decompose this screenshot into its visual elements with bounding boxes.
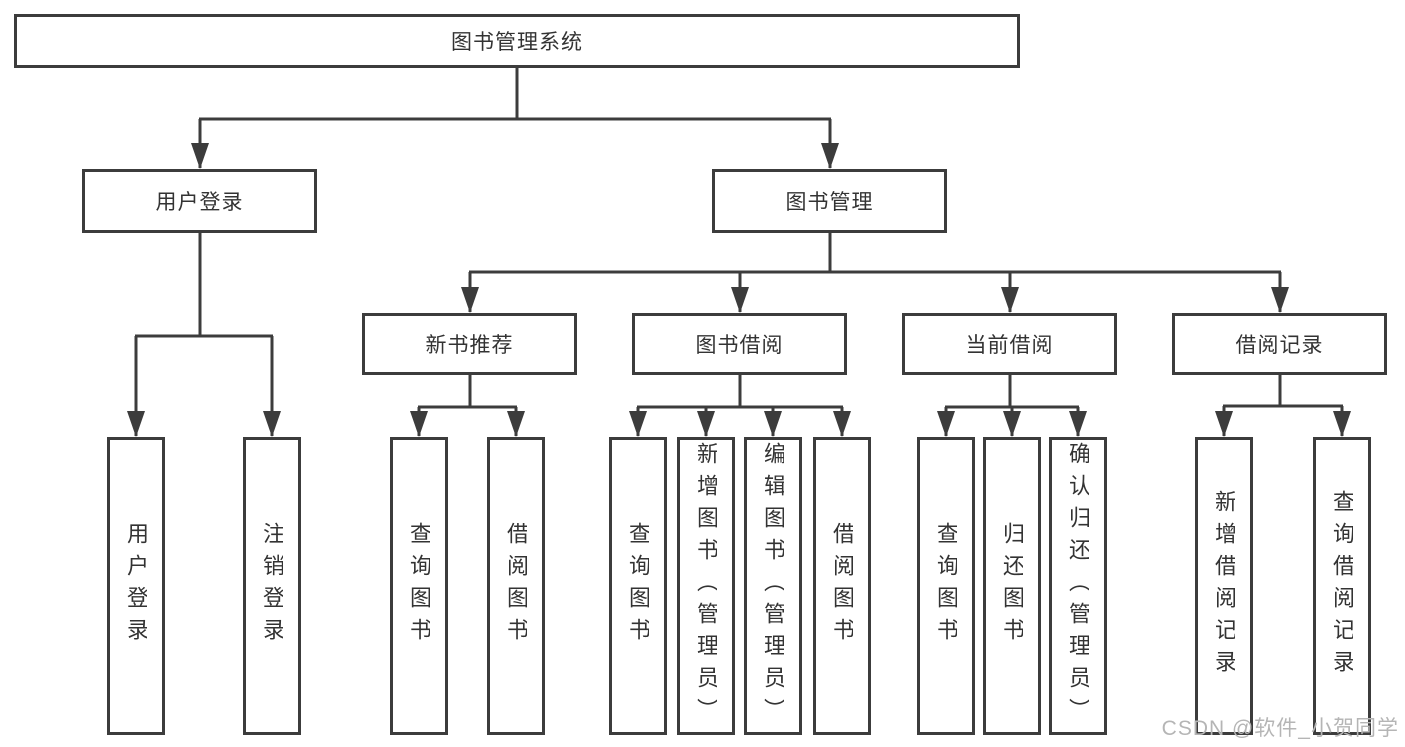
leaf-query-books-3-label: 查询图书 xyxy=(935,522,957,650)
leaf-query-borrow-record-label: 查询借阅记录 xyxy=(1331,490,1353,682)
node-book-management-label: 图书管理 xyxy=(785,191,874,214)
node-book-management: 图书管理 xyxy=(712,169,947,233)
node-current-borrow: 当前借阅 xyxy=(902,313,1117,375)
node-user-login: 用户登录 xyxy=(82,169,317,233)
leaf-query-books-2: 查询图书 xyxy=(609,437,667,735)
leaf-return-books: 归还图书 xyxy=(983,437,1041,735)
node-root-label: 图书管理系统 xyxy=(451,31,583,54)
leaf-edit-books-admin-label: 编辑图书（管理员） xyxy=(762,442,784,730)
leaf-edit-books-admin: 编辑图书（管理员） xyxy=(744,437,802,735)
leaf-query-books-1: 查询图书 xyxy=(390,437,448,735)
leaf-borrow-books-2-label: 借阅图书 xyxy=(831,522,853,650)
leaf-query-books-3: 查询图书 xyxy=(917,437,975,735)
leaf-borrow-books-1-label: 借阅图书 xyxy=(505,522,527,650)
node-new-book-recommend: 新书推荐 xyxy=(362,313,577,375)
leaf-query-borrow-record: 查询借阅记录 xyxy=(1313,437,1371,735)
leaf-add-borrow-record: 新增借阅记录 xyxy=(1195,437,1253,735)
leaf-logout-label: 注销登录 xyxy=(261,522,283,650)
leaf-user-login: 用户登录 xyxy=(107,437,165,735)
leaf-query-books-1-label: 查询图书 xyxy=(408,522,430,650)
node-new-book-recommend-label: 新书推荐 xyxy=(425,334,514,357)
leaf-borrow-books-2: 借阅图书 xyxy=(813,437,871,735)
leaf-return-books-label: 归还图书 xyxy=(1001,522,1023,650)
leaf-logout: 注销登录 xyxy=(243,437,301,735)
node-borrow-records-label: 借阅记录 xyxy=(1235,334,1324,357)
leaf-add-books-admin-label: 新增图书（管理员） xyxy=(695,442,717,730)
leaf-confirm-return-admin: 确认归还（管理员） xyxy=(1049,437,1107,735)
arrowheads xyxy=(127,143,1351,437)
csdn-watermark: CSDN @软件_小贺同学 xyxy=(1161,717,1399,740)
leaf-confirm-return-admin-label: 确认归还（管理员） xyxy=(1067,442,1089,730)
node-root-system: 图书管理系统 xyxy=(14,14,1020,68)
leaf-user-login-label: 用户登录 xyxy=(125,522,147,650)
leaf-add-borrow-record-label: 新增借阅记录 xyxy=(1213,490,1235,682)
node-current-borrow-label: 当前借阅 xyxy=(965,334,1054,357)
leaf-query-books-2-label: 查询图书 xyxy=(627,522,649,650)
node-borrow-records: 借阅记录 xyxy=(1172,313,1387,375)
node-book-borrow-label: 图书借阅 xyxy=(695,334,784,357)
node-user-login-label: 用户登录 xyxy=(155,191,244,214)
node-book-borrow: 图书借阅 xyxy=(632,313,847,375)
leaf-add-books-admin: 新增图书（管理员） xyxy=(677,437,735,735)
leaf-borrow-books-1: 借阅图书 xyxy=(487,437,545,735)
